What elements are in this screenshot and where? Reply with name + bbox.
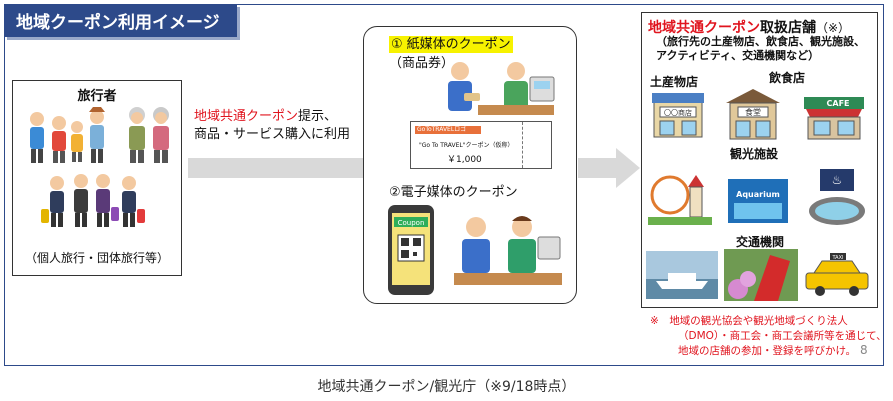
category-restaurant: 飲食店 [769, 71, 806, 85]
flow-arrow-left [188, 158, 366, 178]
paper-coupon-label: 紙媒体のクーポン [404, 36, 513, 53]
traveler-person-icon [129, 107, 145, 163]
traveler-title: 旅行者 [77, 89, 117, 104]
shops-subtitle-line2: アクティビティ、交通機関など） [656, 49, 820, 62]
travelers-illustration [30, 107, 169, 227]
ticket-price: ￥1,000 [447, 155, 482, 165]
restaurant-sign: 食堂 [745, 107, 761, 117]
shops-title-black: 取扱店舗 [760, 20, 816, 36]
category-transport: 交通機関 [736, 235, 785, 249]
souvenir-shop-icon: 〇〇商店 [652, 93, 704, 138]
slide-title-banner: 地域クーポン利用イメージ [4, 4, 237, 37]
ticket-description: "Go To TRAVEL"クーポン（仮称） [419, 142, 514, 149]
amusement-park-icon [648, 175, 712, 225]
traveler-box: 旅行者 （個人旅行・団体 [12, 80, 182, 276]
traveler-person-icon [74, 174, 88, 227]
digital-coupon-title: ②電子媒体のクーポン [389, 185, 518, 200]
paper-coupon-suffix: （商品券） [389, 56, 455, 71]
traveler-person-icon [89, 107, 105, 163]
footnote-line1: 地域の観光協会や観光地域づくり法人 [669, 315, 848, 327]
ticket-header: GoToTRAVELロゴ [415, 126, 481, 134]
arrow-desc-red: 地域共通クーポン [194, 109, 299, 124]
traveler-person-icon [52, 116, 66, 163]
footnote-mark: ※ [650, 315, 659, 327]
shops-subtitle-line1: （旅行先の土産物店、飲食店、観光施設、 [656, 35, 865, 48]
traveler-person-icon [41, 176, 64, 227]
ferry-photo [646, 251, 718, 299]
traveler-person-icon [30, 112, 44, 163]
shops-footnote: ※ 地域の観光協会や観光地域づくり法人 （DMO）・商工会・商工会議所等を通じて… [650, 314, 887, 359]
paper-coupon-ticket: GoToTRAVELロゴ "Go To TRAVEL"クーポン（仮称） ￥1,0… [410, 121, 552, 169]
train-photo [724, 249, 798, 301]
traveler-caption: （個人旅行・団体旅行等） [24, 251, 169, 265]
shops-title-note: （※） [816, 21, 851, 35]
souvenir-shop-sign: 〇〇商店 [664, 108, 692, 117]
taxi-sign: TAXI [832, 255, 844, 261]
taxi-icon: TAXI [805, 253, 869, 296]
page-number: 8 [860, 343, 868, 357]
cafe-icon: CAFE [804, 97, 864, 140]
shops-box: 地域共通クーポン取扱店舗（※） （旅行先の土産物店、飲食店、観光施設、 アクティ… [641, 12, 878, 308]
arrow-description: 地域共通クーポン提示、 商品・サービス購入に利用 [194, 108, 350, 144]
category-souvenir: 土産物店 [650, 75, 699, 89]
arrow-desc-rest: 提示、 [298, 109, 338, 124]
aquarium-sign: Aquarium [736, 190, 780, 199]
cashier-illustration [448, 62, 555, 115]
image-caption: 地域共通クーポン/観光庁（※9/18時点） [317, 379, 576, 395]
footnote-line2: （DMO）・商工会・商工会議所等を通じて、 [678, 330, 887, 342]
hot-spring-icon: ♨ [809, 169, 865, 225]
smartphone-payment-illustration: Coupon [388, 205, 562, 295]
aquarium-icon: Aquarium [728, 179, 788, 223]
traveler-person-icon [71, 121, 83, 162]
svg-text:♨: ♨ [832, 173, 843, 187]
traveler-person-icon [122, 176, 145, 227]
traveler-person-icon [96, 174, 119, 227]
traveler-person-icon [153, 107, 169, 163]
shops-subtitle: （旅行先の土産物店、飲食店、観光施設、 アクティビティ、交通機関など） [656, 35, 865, 63]
phone-coupon-label: Coupon [398, 219, 425, 227]
cafe-sign: CAFE [827, 99, 850, 108]
paper-coupon-number: ① [389, 36, 405, 53]
shops-title: 地域共通クーポン取扱店舗（※） [648, 17, 850, 37]
shops-title-red: 地域共通クーポン [648, 20, 760, 36]
restaurant-icon: 食堂 [726, 89, 780, 140]
category-sightseeing: 観光施設 [730, 147, 779, 161]
arrow-desc-line2: 商品・サービス購入に利用 [194, 127, 351, 142]
ticket-stub [522, 122, 551, 168]
footnote-line3: 地域の店舗の参加・登録を呼びかけ。 [678, 345, 856, 357]
flow-arrow-right [578, 148, 640, 188]
